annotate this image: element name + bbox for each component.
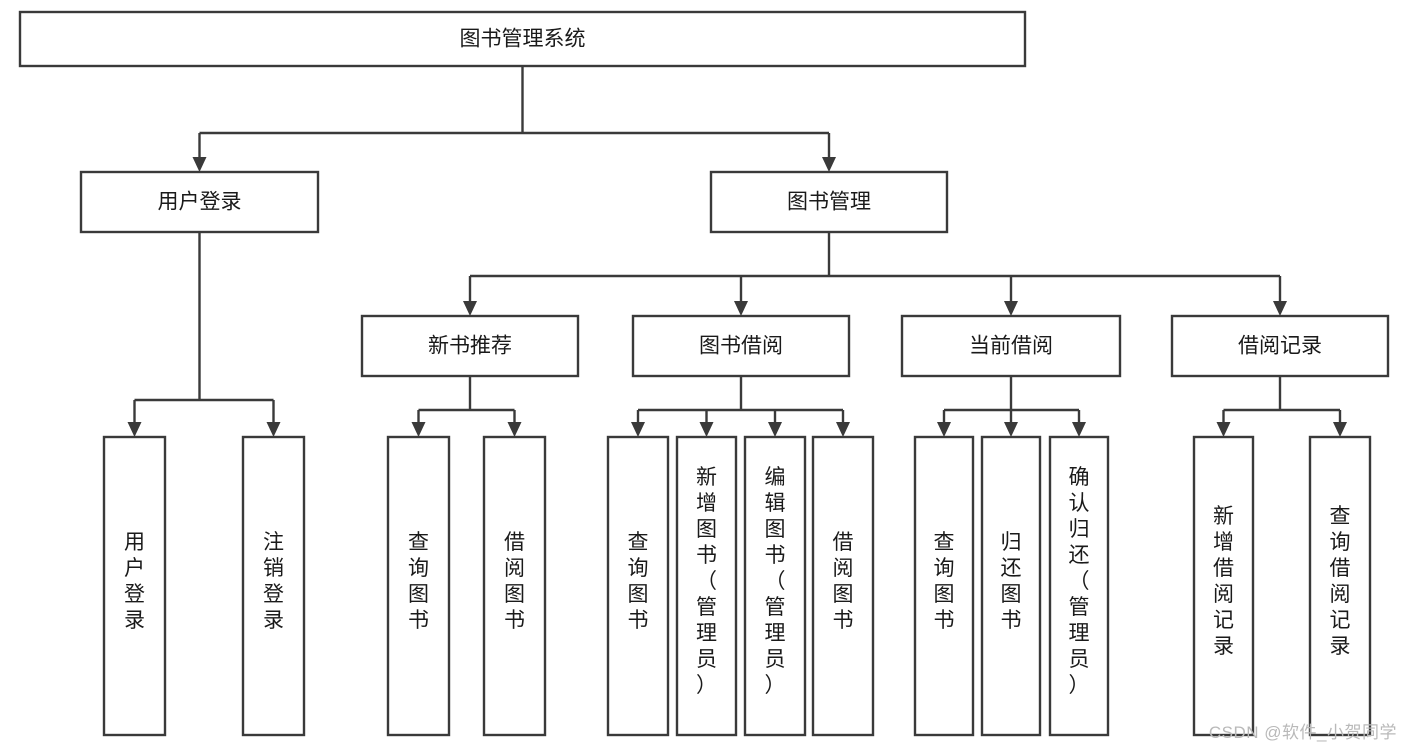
node-query-book-2[interactable]: 查询图书 — [606, 435, 670, 737]
node-borrow-record[interactable]: 借阅记录 — [1170, 314, 1390, 378]
node-box-edit-book-admin — [743, 435, 807, 737]
node-label-root: 图书管理系统 — [460, 28, 586, 51]
node-user-login-do[interactable]: 用户登录 — [102, 435, 167, 737]
node-label-edit-book-admin: 编辑图书（管理员） — [765, 466, 786, 697]
arrow-head-icon — [463, 301, 477, 316]
node-label-book-management: 图书管理 — [787, 191, 871, 214]
node-root[interactable]: 图书管理系统 — [18, 10, 1027, 68]
node-edit-book-admin[interactable]: 编辑图书（管理员） — [743, 435, 807, 737]
arrow-head-icon — [631, 422, 645, 437]
node-box-query-book-1 — [386, 435, 451, 737]
node-label-query-borrow-record: 查询借阅记录 — [1330, 505, 1351, 658]
watermark-text: CSDN @软件_小贺同学 — [1208, 723, 1397, 742]
arrow-head-icon — [1004, 422, 1018, 437]
node-label-user-login: 用户登录 — [158, 191, 242, 214]
node-box-query-borrow-record — [1308, 435, 1372, 737]
node-label-borrow-book-2: 借阅图书 — [833, 531, 854, 632]
arrow-head-icon — [1072, 422, 1086, 437]
node-borrow-book-1[interactable]: 借阅图书 — [482, 435, 547, 737]
node-user-login[interactable]: 用户登录 — [79, 170, 320, 234]
node-new-book-recommend[interactable]: 新书推荐 — [360, 314, 580, 378]
node-box-borrow-record — [1170, 314, 1390, 378]
arrow-head-icon — [734, 301, 748, 316]
node-borrow-book-2[interactable]: 借阅图书 — [811, 435, 875, 737]
node-label-borrow-record: 借阅记录 — [1238, 335, 1322, 358]
node-box-add-borrow-record — [1192, 435, 1255, 737]
node-label-borrow-book-1: 借阅图书 — [504, 531, 525, 632]
node-box-return-book — [980, 435, 1042, 737]
arrow-head-icon — [937, 422, 951, 437]
node-label-query-book-3: 查询图书 — [934, 531, 955, 632]
node-label-query-book-1: 查询图书 — [408, 531, 429, 632]
arrow-head-icon — [1273, 301, 1287, 316]
node-label-user-logout: 注销登录 — [263, 531, 284, 632]
arrow-head-icon — [1216, 422, 1231, 437]
node-label-current-borrow: 当前借阅 — [969, 335, 1053, 358]
node-label-book-borrow: 图书借阅 — [699, 335, 783, 358]
node-query-borrow-record[interactable]: 查询借阅记录 — [1308, 435, 1372, 737]
node-add-book-admin[interactable]: 新增图书（管理员） — [675, 435, 738, 737]
arrow-head-icon — [1004, 301, 1018, 316]
arrow-head-icon — [699, 422, 714, 437]
node-book-borrow[interactable]: 图书借阅 — [631, 314, 851, 378]
arrow-head-icon — [822, 157, 836, 172]
node-box-user-login-do — [102, 435, 167, 737]
node-box-query-book-2 — [606, 435, 670, 737]
node-current-borrow[interactable]: 当前借阅 — [900, 314, 1122, 378]
arrow-head-icon — [507, 422, 522, 437]
connector-layer — [127, 66, 1347, 437]
node-box-borrow-book-2 — [811, 435, 875, 737]
node-box-root — [18, 10, 1027, 68]
arrow-head-icon — [836, 422, 850, 437]
node-query-book-1[interactable]: 查询图书 — [386, 435, 451, 737]
node-box-new-book-recommend — [360, 314, 580, 378]
node-box-book-management — [709, 170, 949, 234]
node-box-book-borrow — [631, 314, 851, 378]
node-box-current-borrow — [900, 314, 1122, 378]
node-box-user-logout — [241, 435, 306, 737]
node-box-add-book-admin — [675, 435, 738, 737]
node-add-borrow-record[interactable]: 新增借阅记录 — [1192, 435, 1255, 737]
node-label-return-book: 归还图书 — [1001, 531, 1022, 632]
node-label-new-book-recommend: 新书推荐 — [428, 335, 512, 358]
node-label-add-borrow-record: 新增借阅记录 — [1213, 505, 1234, 658]
node-return-book[interactable]: 归还图书 — [980, 435, 1042, 737]
node-user-logout[interactable]: 注销登录 — [241, 435, 306, 737]
node-confirm-return-admin[interactable]: 确认归还（管理员） — [1048, 435, 1110, 737]
node-label-query-book-2: 查询图书 — [628, 531, 649, 632]
node-label-add-book-admin: 新增图书（管理员） — [696, 466, 717, 697]
arrow-head-icon — [266, 422, 281, 437]
node-book-management[interactable]: 图书管理 — [709, 170, 949, 234]
arrow-head-icon — [127, 422, 142, 437]
arrow-head-icon — [1333, 422, 1347, 437]
node-box-confirm-return-admin — [1048, 435, 1110, 737]
node-box-borrow-book-1 — [482, 435, 547, 737]
arrow-head-icon — [768, 422, 782, 437]
node-box-user-login — [79, 170, 320, 234]
arrow-head-icon — [192, 157, 207, 172]
node-label-user-login-do: 用户登录 — [124, 531, 145, 632]
arrow-head-icon — [411, 422, 426, 437]
node-label-confirm-return-admin: 确认归还（管理员） — [1069, 466, 1090, 697]
node-box-query-book-3 — [913, 435, 975, 737]
node-query-book-3[interactable]: 查询图书 — [913, 435, 975, 737]
